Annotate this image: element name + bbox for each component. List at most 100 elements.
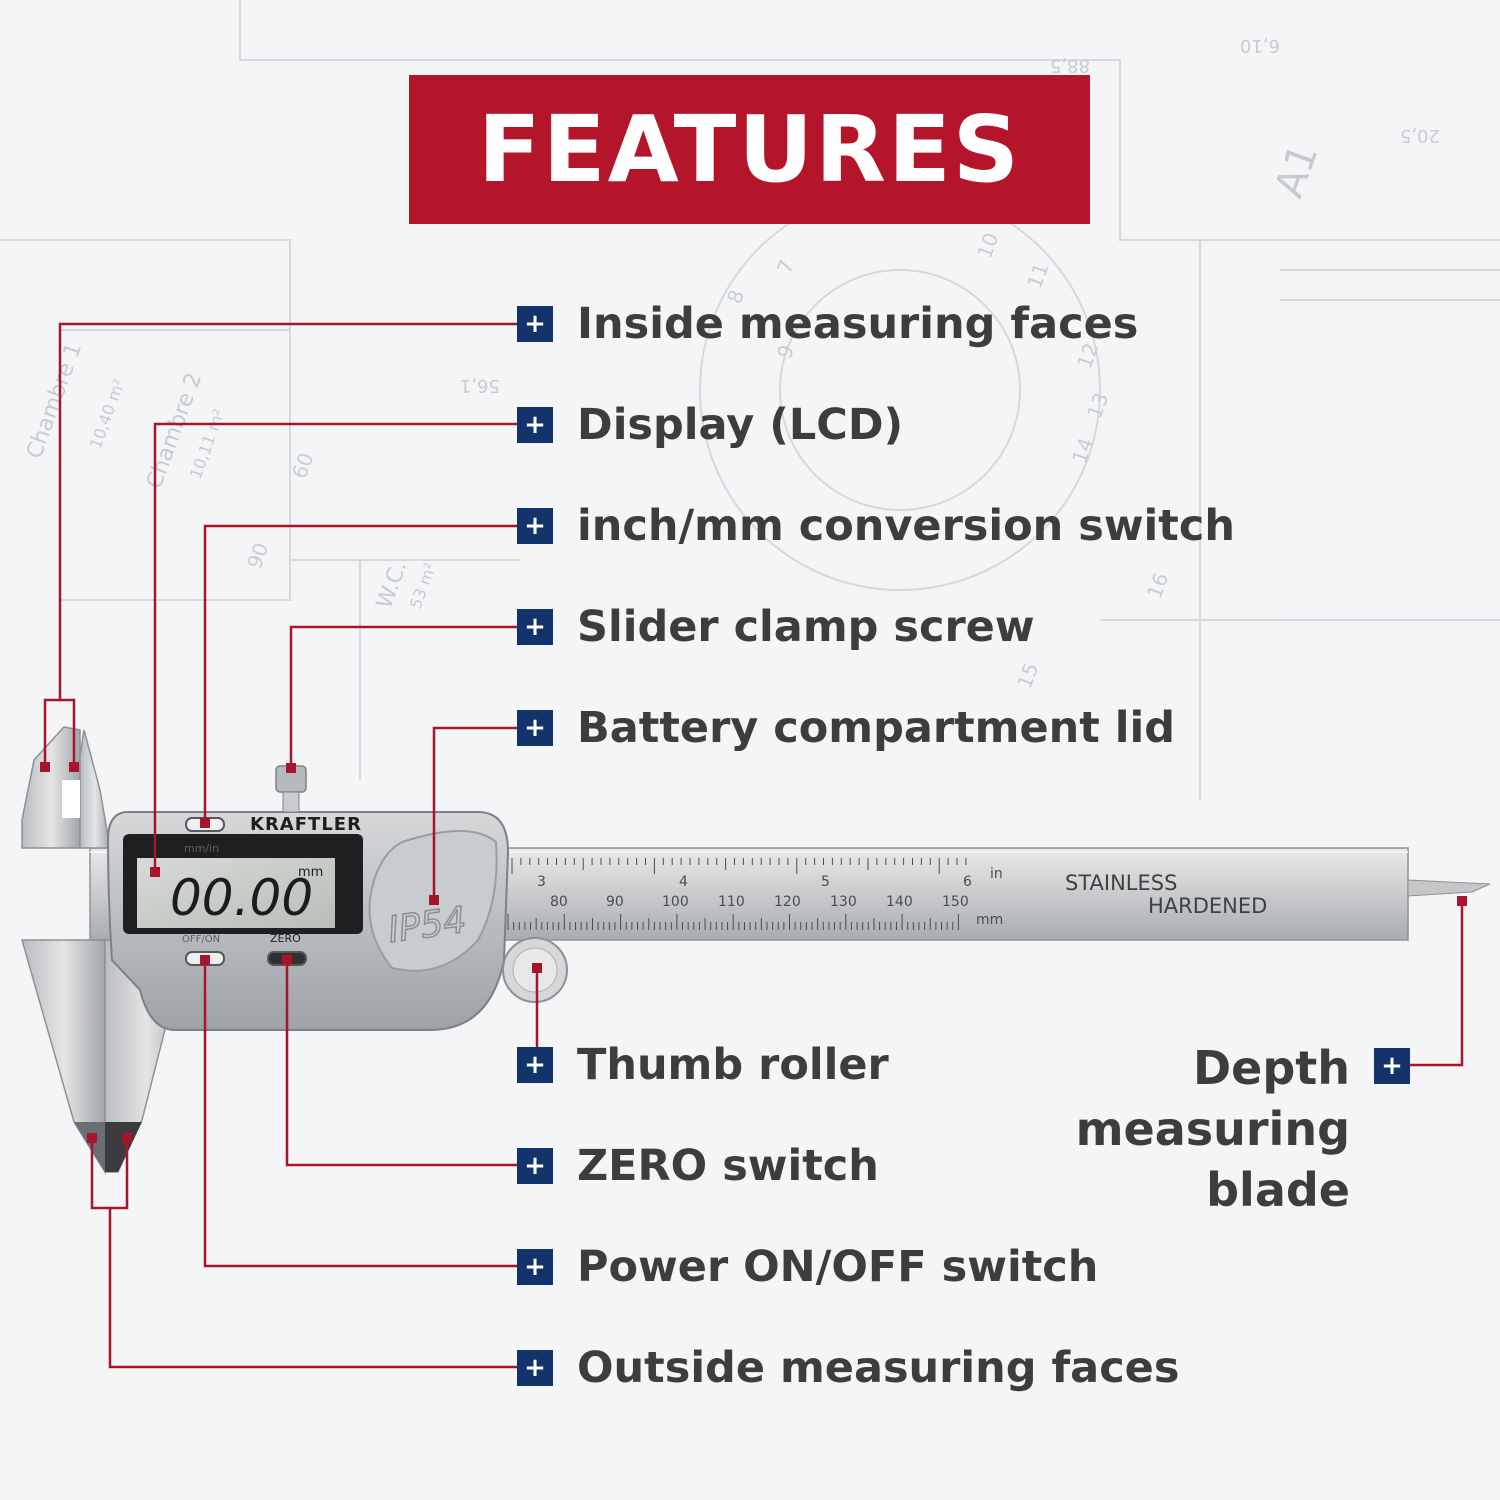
inside-jaw-gap: [62, 780, 80, 818]
plus-icon: +: [517, 1148, 553, 1184]
blueprint-grid-number: 60: [287, 450, 318, 482]
feature-depth-blade-label: Depth measuring blade: [1075, 1041, 1350, 1217]
features-banner: FEATURES: [409, 75, 1090, 224]
plus-icon: +: [517, 306, 553, 342]
plus-icon: +: [517, 1047, 553, 1083]
blueprint-dimension: 20,5: [1400, 125, 1440, 146]
feature-label: inch/mm conversion switch: [577, 501, 1235, 551]
leader-marker: [87, 1133, 97, 1143]
scale-unit-mm: mm: [976, 912, 1003, 928]
clamp-screw-neck: [282, 791, 300, 813]
feature-inch-mm-switch: + inch/mm conversion switch: [517, 496, 1235, 556]
outside-face-tip: [74, 1122, 105, 1172]
leader-marker: [429, 895, 439, 905]
leader-marker: [122, 1133, 132, 1143]
feature-inside-measuring-faces: + Inside measuring faces: [517, 294, 1138, 354]
feature-label: Thumb roller: [577, 1040, 889, 1090]
leader-power: [203, 960, 517, 1268]
leader-marker: [200, 818, 210, 828]
blueprint-dimension: 56,1: [460, 375, 500, 396]
blueprint-sheet-label: A1: [1266, 138, 1327, 203]
feature-outside-measuring-faces: + Outside measuring faces: [517, 1338, 1179, 1398]
off-on-label: OFF/ON: [182, 934, 220, 945]
leader-marker: [200, 955, 210, 965]
leader-display: [153, 422, 517, 872]
feature-label: Inside measuring faces: [577, 299, 1139, 349]
leader-mm-in: [203, 524, 517, 820]
feature-label: Battery compartment lid: [577, 703, 1176, 753]
outside-face-tip: [105, 1122, 142, 1172]
leader-marker: [69, 762, 79, 772]
plus-icon: +: [517, 1249, 553, 1285]
feature-label: Slider clamp screw: [577, 602, 1035, 652]
blueprint-wall: [0, 239, 520, 561]
leader-marker: [286, 763, 296, 773]
blueprint-grid-number: 10: [972, 230, 1003, 262]
blueprint-arc: [779, 269, 1021, 511]
mm-in-label: mm/in: [184, 842, 219, 855]
mm-scale-label: 100: [662, 894, 689, 910]
blueprint-dimension: 88,5: [1050, 55, 1090, 76]
lcd-screen: [137, 858, 335, 928]
blueprint-grid-number: 90: [242, 540, 273, 572]
inch-scale-label: 3: [537, 874, 546, 890]
feature-display-lcd: + Display (LCD): [517, 395, 903, 455]
leader-lines: [43, 322, 1464, 1369]
mm-scale-label: 90: [606, 894, 624, 910]
leader-outside-faces: [90, 1138, 517, 1369]
feature-power-switch: + Power ON/OFF switch: [517, 1237, 1098, 1297]
feature-label: Power ON/OFF switch: [577, 1242, 1099, 1292]
leader-battery-lid: [432, 726, 517, 900]
blueprint-wall: [239, 0, 1500, 241]
inch-scale-label: 4: [679, 874, 688, 890]
blueprint-grid-number: 15: [1012, 660, 1043, 692]
digital-caliper: IP54 00.00 mm KRAFTLER mm/in OFF/ON ZERO…: [21, 726, 1491, 1175]
leader-clamp-screw: [289, 625, 517, 768]
leader-marker: [40, 762, 50, 772]
plus-icon: +: [517, 407, 553, 443]
feature-label: Outside measuring faces: [577, 1343, 1180, 1393]
leader-markers: [40, 762, 1467, 1143]
blueprint-grid-number: 13: [1082, 390, 1113, 422]
feature-label: ZERO switch: [577, 1141, 879, 1191]
zero-label: ZERO: [270, 932, 301, 945]
blade-text-stainless: STAINLESS: [1065, 871, 1177, 895]
leader-marker: [282, 955, 292, 965]
mm-scale-label: 110: [718, 894, 745, 910]
brand-logo: KRAFTLER: [250, 814, 362, 835]
feature-thumb-roller: + Thumb roller: [517, 1035, 889, 1095]
leader-inside-faces-branch: [60, 698, 76, 768]
blueprint-grid-number: 16: [1142, 570, 1173, 602]
scale-ticks: [507, 858, 967, 930]
inch-scale-label: 5: [821, 874, 830, 890]
leader-marker: [532, 963, 542, 973]
plus-icon: +: [517, 710, 553, 746]
feature-battery-lid: + Battery compartment lid: [517, 698, 1175, 758]
blueprint-dimension: 6,10: [1240, 35, 1280, 56]
sliding-inside-jaw: [79, 729, 111, 849]
blueprint-room-area: 10,40 m²: [86, 376, 129, 451]
mm-scale-label: 140: [886, 894, 913, 910]
lcd-readout: 00.00: [170, 869, 313, 927]
plus-icon: +: [517, 508, 553, 544]
depth-blade: [1407, 879, 1491, 897]
leader-zero: [285, 960, 517, 1167]
feature-label: Display (LCD): [577, 400, 904, 450]
blueprint-room-label: Chambre 1: [22, 340, 87, 463]
scale-unit-in: in: [990, 866, 1003, 882]
leader-outside-faces-branch: [110, 1138, 129, 1210]
inch-scale-label: 6: [963, 874, 972, 890]
mm-scale-label: 120: [774, 894, 801, 910]
mm-scale-label: 150: [942, 894, 969, 910]
blueprint-grid-number: 7: [772, 257, 799, 277]
plus-icon: +: [517, 609, 553, 645]
feature-slider-clamp-screw: + Slider clamp screw: [517, 597, 1035, 657]
blade-text-hardened: HARDENED: [1148, 894, 1267, 918]
plus-icon: +: [1374, 1048, 1410, 1084]
leader-marker: [150, 867, 160, 877]
features-title: FEATURES: [477, 96, 1022, 203]
blueprint-grid-number: 11: [1022, 260, 1053, 292]
mm-scale-label: 130: [830, 894, 857, 910]
